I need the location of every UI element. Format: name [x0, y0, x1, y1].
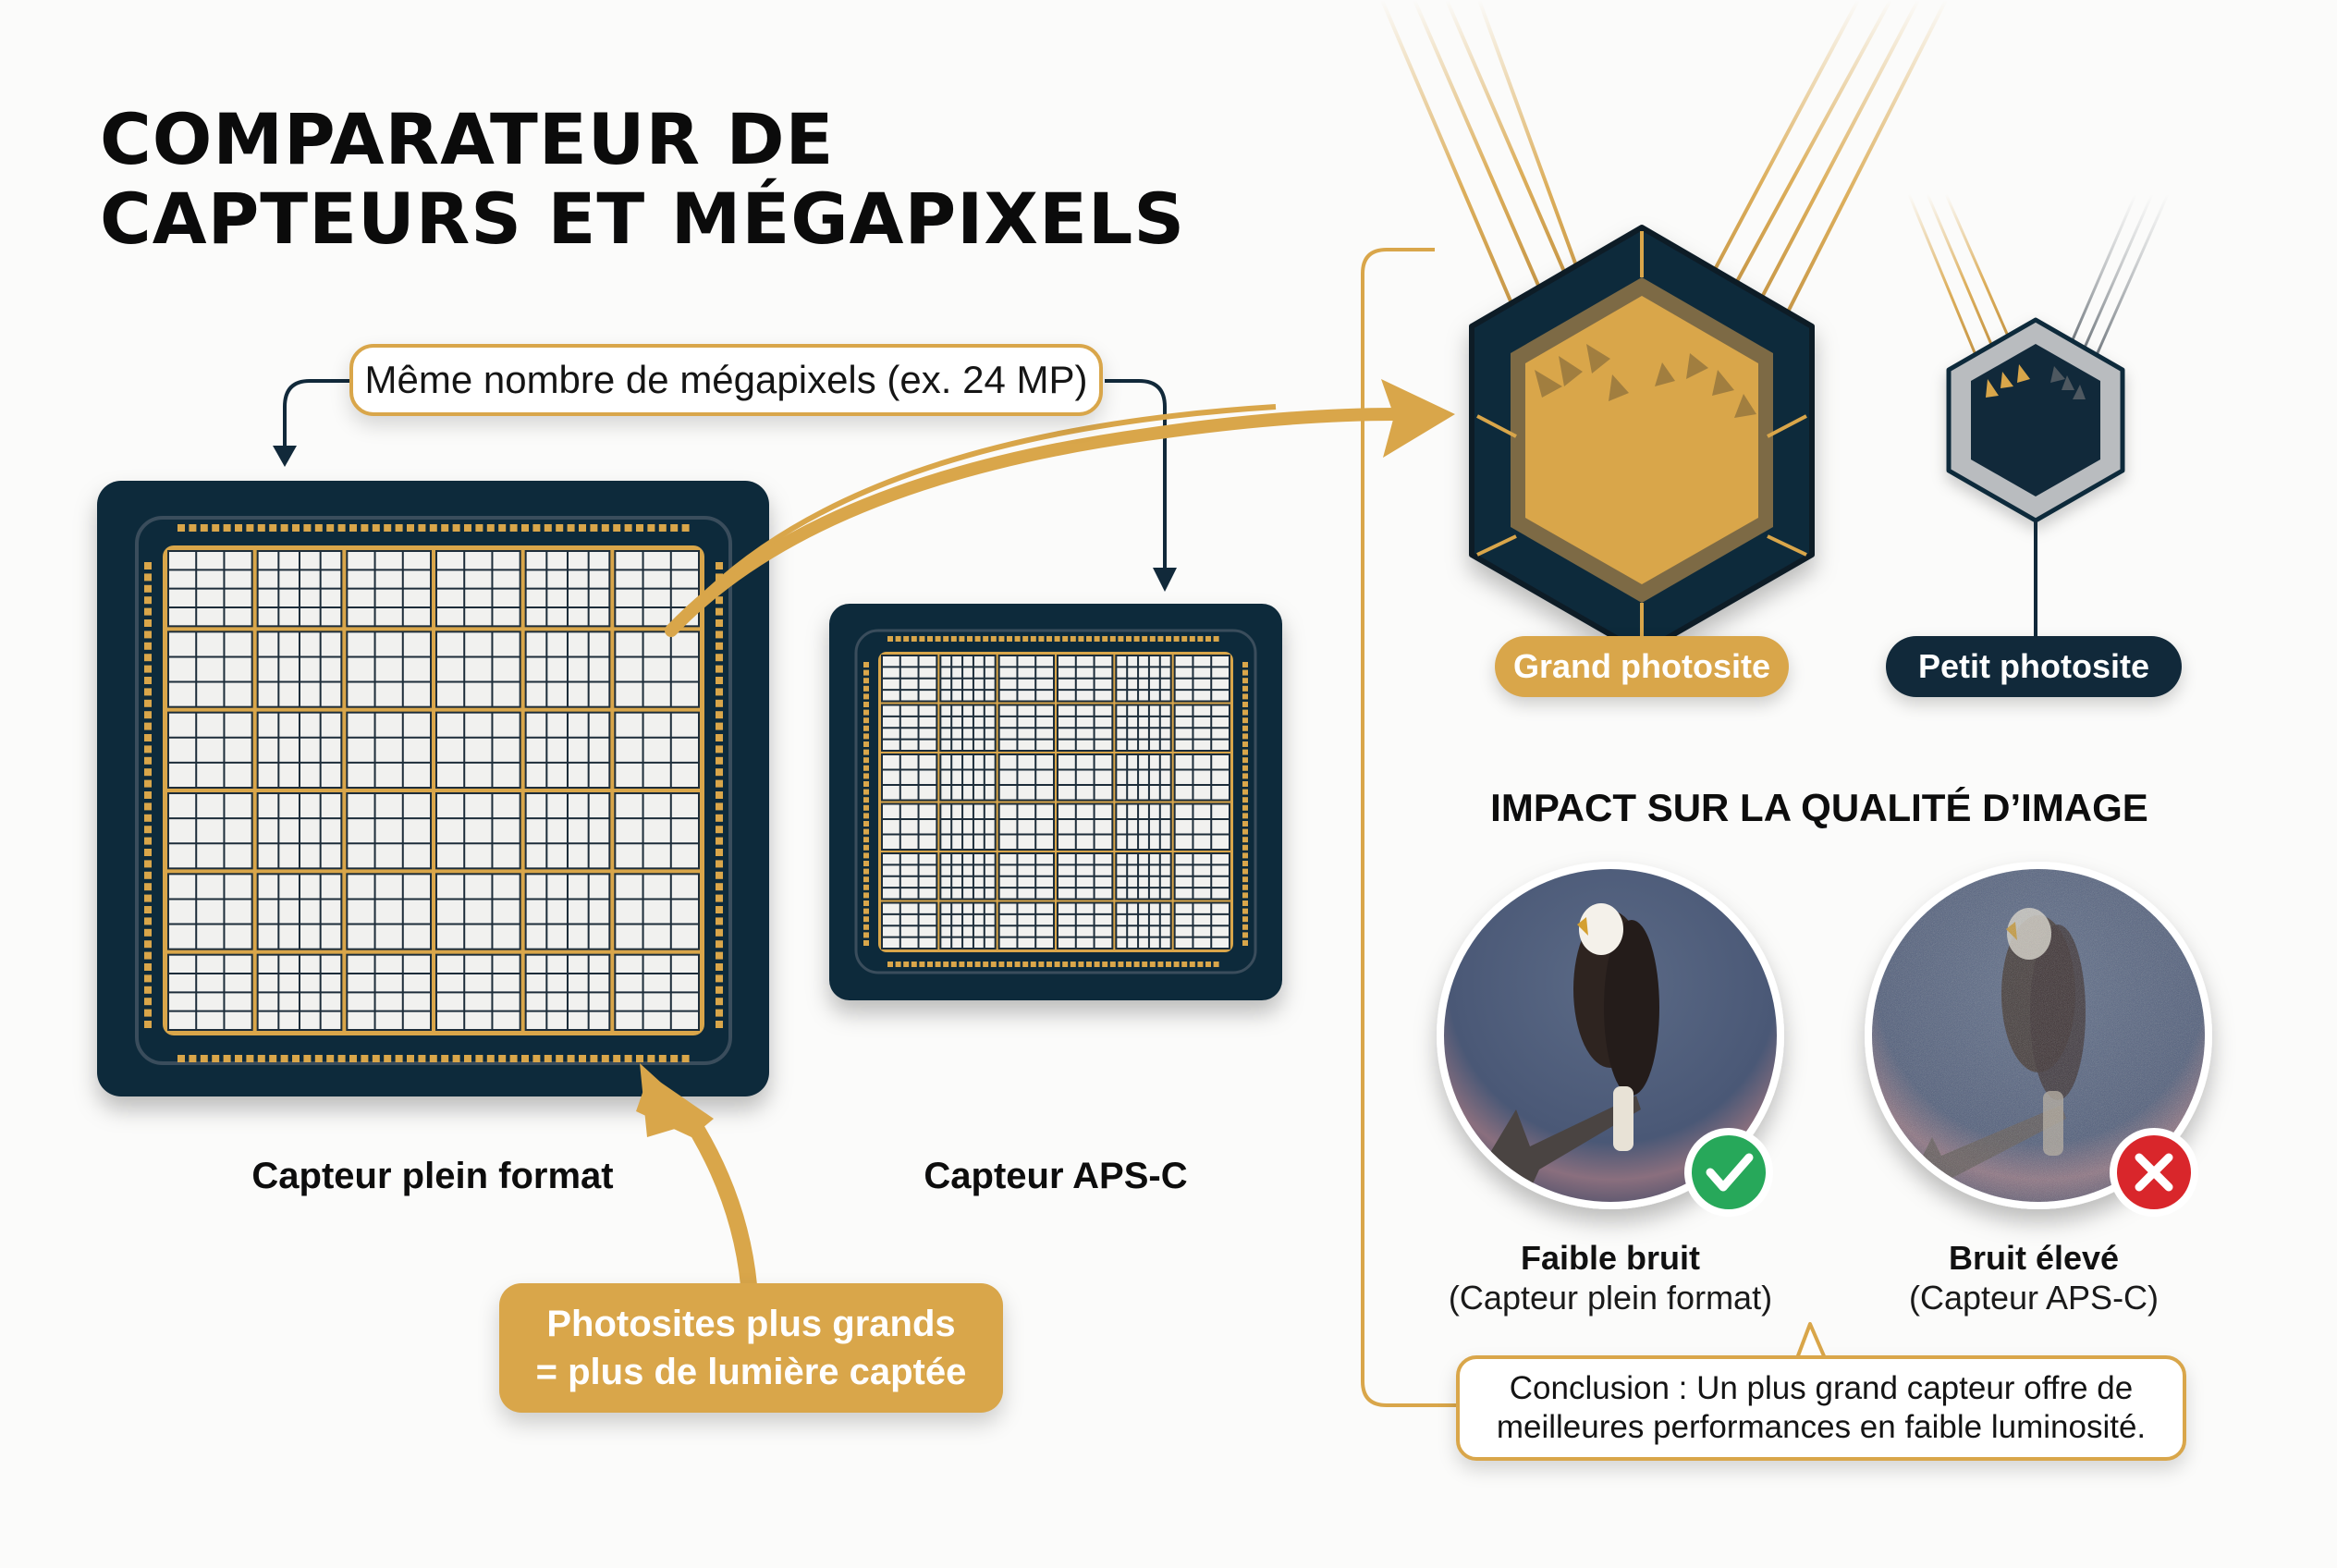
connector-arrow-full-frame: [283, 379, 349, 448]
larger-photosites-callout: Photosites plus grands = plus de lumière…: [499, 1283, 1003, 1413]
title-line-2: CAPTEURS ET MÉGAPIXELS: [100, 178, 1186, 260]
aps-c-sensor-label: Capteur APS-C: [924, 1156, 1188, 1196]
low-noise-subtitle: (Capteur plein format): [1448, 1279, 1773, 1317]
conclusion-box: Conclusion : Un plus grand capteur offre…: [1456, 1355, 2186, 1461]
conclusion-line-2: meilleures performances en faible lumino…: [1496, 1409, 2147, 1445]
high-noise-subtitle: (Capteur APS-C): [1908, 1279, 2160, 1317]
petit-photosite-badge: Petit photosite: [1886, 636, 2182, 697]
impact-heading: IMPACT SUR LA QUALITÉ D’IMAGE: [1490, 786, 2148, 829]
callout-line-2: = plus de lumière captée: [535, 1352, 967, 1392]
megapixel-label: Même nombre de mégapixels (ex. 24 MP): [349, 344, 1103, 416]
callout-line-1: Photosites plus grands: [546, 1304, 956, 1344]
conclusion-line-1: Conclusion : Un plus grand capteur offre…: [1509, 1370, 2134, 1406]
low-noise-title: Faible bruit: [1520, 1239, 1701, 1277]
right-panel-bracket: [1361, 248, 1456, 1407]
high-noise-caption: Bruit élevé (Capteur APS-C): [1909, 1239, 2159, 1318]
grand-photosite-badge: Grand photosite: [1495, 636, 1789, 697]
curved-arrow-to-photosite: [665, 408, 1402, 637]
check-icon: [1684, 1128, 1773, 1217]
page-title: COMPARATEUR DE CAPTEURS ET MÉGAPIXELS: [100, 100, 1185, 259]
high-noise-title: Bruit élevé: [1948, 1239, 2120, 1277]
conclusion-pointer: [1795, 1322, 1827, 1360]
low-noise-caption: Faible bruit (Capteur plein format): [1449, 1239, 1772, 1318]
title-line-1: COMPARATEUR DE: [100, 98, 835, 180]
arrow-to-sensor-grid: [676, 1101, 757, 1293]
cross-icon: [2110, 1128, 2198, 1217]
full-frame-sensor-label: Capteur plein format: [251, 1156, 614, 1196]
ray-arrowheads: [1535, 344, 1756, 418]
